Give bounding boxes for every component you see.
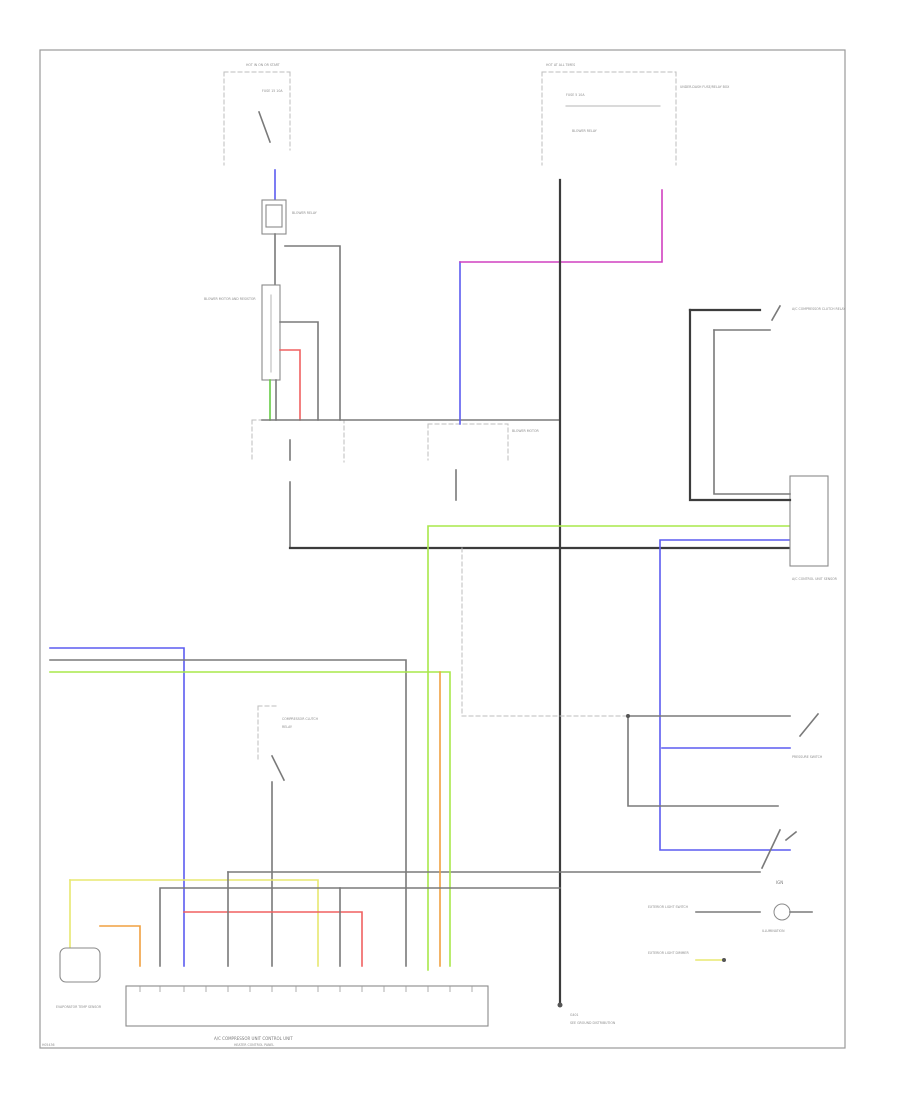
connector-left	[251, 419, 561, 549]
left-input-wires	[49, 647, 451, 967]
relay-mid-contact	[270, 754, 286, 782]
ground-terminal	[557, 1002, 563, 1008]
fuse-right-note: UNDER-DASH FUSE/RELAY BOX	[680, 85, 730, 89]
fuse-box-left-label: HOT IN ON OR START	[246, 63, 280, 67]
ign-switch-contact	[760, 828, 782, 870]
a-c-control-unit-right: A/C CONTROL UNIT SENSOR A/C COMPRESSOR C…	[688, 304, 845, 581]
a-c-compressor-control-unit: A/C COMPRESSOR UNIT CONTROL UNIT HEATER …	[125, 985, 489, 1047]
diagram-border	[39, 49, 846, 1049]
pressure-switch-label: PRESSURE SWITCH	[792, 755, 823, 759]
corner-code: H05436	[42, 1043, 55, 1047]
bottom-harness	[69, 871, 561, 967]
ign-switch: IGN	[227, 828, 798, 885]
ground-ref: SEE GROUND DISTRIBUTION	[570, 1021, 616, 1025]
illumination-circuit: EXTERIOR LIGHT SWITCH ILLUMINATION EXTER…	[648, 903, 813, 962]
fuse-right-label: FUSE 5 10A	[566, 93, 585, 97]
blower-relay-box-label: BLOWER RELAY	[292, 211, 317, 215]
control-unit-right-label: A/C CONTROL UNIT SENSOR	[792, 577, 838, 581]
fuse-box-right-label: HOT AT ALL TIMES	[546, 63, 575, 67]
control-unit-bottom-label: A/C COMPRESSOR UNIT CONTROL UNIT	[214, 1036, 293, 1041]
pressure-junction	[626, 714, 630, 718]
blower-motor-resistor: BLOWER MOTOR AND RESISTOR	[204, 284, 319, 421]
relay-mid-label: COMPRESSOR CLUTCH	[282, 717, 319, 721]
blower-motor-label: BLOWER MOTOR AND RESISTOR	[204, 297, 256, 301]
signal-wire-green	[427, 525, 791, 971]
left-sensor-label: EVAPORATOR TEMP SENSOR	[56, 1005, 102, 1009]
illumination-note2: EXTERIOR LIGHT DIMMER	[648, 951, 689, 955]
control-unit-bottom-label2: HEATER CONTROL PANEL	[234, 1043, 274, 1047]
illumination-junction	[722, 958, 726, 962]
dimmer-switch-label: IGN	[776, 880, 783, 885]
fuse-box-right: HOT AT ALL TIMES FUSE 5 10A UNDER-DASH F…	[541, 63, 730, 166]
illumination-note: EXTERIOR LIGHT SWITCH	[648, 905, 689, 909]
blower-relay-label: BLOWER RELAY	[572, 129, 597, 133]
fuse-left-switch	[257, 110, 272, 144]
compressor-clutch-relay: COMPRESSOR CLUTCH RELAY	[257, 705, 319, 967]
compressor-unit-label: A/C COMPRESSOR CLUTCH RELAY	[792, 307, 845, 311]
signal-wire-blue-right	[659, 539, 791, 851]
connector-mid: BLOWER MOTOR	[427, 189, 663, 501]
relay-mid-label2: RELAY	[282, 725, 292, 729]
fuse-left-label: FUSE 15 10A	[262, 89, 283, 93]
pressure-switch-contact	[798, 712, 820, 738]
evaporator-temp-sensor: EVAPORATOR TEMP SENSOR	[56, 947, 102, 1009]
illumination-label: ILLUMINATION	[762, 929, 785, 933]
fuse-box-left: HOT IN ON OR START FUSE 15 10A	[223, 63, 291, 166]
illumination-bulb-icon	[773, 903, 791, 921]
ground-label: G401	[570, 1013, 579, 1017]
connector-mid-label: BLOWER MOTOR	[512, 429, 539, 433]
blower-relay-box: BLOWER RELAY	[261, 169, 341, 421]
pressure-switch: PRESSURE SWITCH	[461, 547, 823, 807]
sensor-switch	[770, 304, 782, 322]
